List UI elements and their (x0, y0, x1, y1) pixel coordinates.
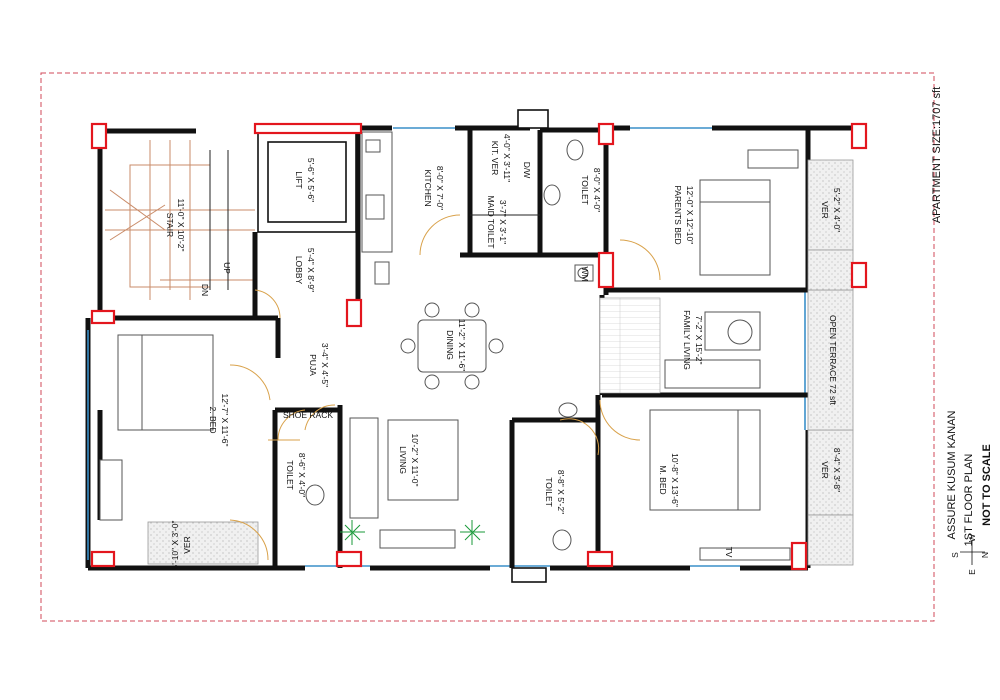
scale-label: NOT TO SCALE (981, 444, 993, 526)
stair-area (105, 140, 255, 300)
toilet1-name-label: TOILET (580, 175, 590, 205)
dining-name-label: DINING (445, 330, 455, 360)
toilet1-size-label: 8'-0" X 4'-0" (592, 168, 602, 212)
stair-dn-label: DN (200, 284, 210, 296)
parents-size-label: 12'-0" X 12'-10" (685, 186, 695, 244)
lobby-size-label: 5'-4" X 8'-9" (306, 248, 316, 292)
compass-s: S (950, 552, 960, 558)
interior-walls (97, 127, 808, 568)
compass-w: W (967, 534, 977, 542)
lift-name-label: LIFT (294, 171, 304, 188)
living-size-label: 10'-2" X 11'-0" (410, 433, 420, 486)
puja-size-label: 3'-4" X 4'-5" (320, 343, 330, 387)
mbed-name-label: M. BED (658, 465, 668, 494)
toilet2-name-label: TOILET (285, 460, 295, 490)
ver1-size-label: 5'-2" X 4'-0" (832, 188, 842, 232)
family-name-label: FAMILY LIVING (682, 310, 692, 370)
compass-n: N (980, 552, 990, 558)
kitchen-name-label: KITCHEN (423, 169, 433, 206)
bed2-size-label: 12'-7" X 11'-6" (220, 393, 230, 446)
tv-label: TV (724, 547, 734, 558)
stair-up-label: UP (222, 262, 232, 274)
ver2-name-label: VER (820, 461, 830, 478)
lobby-name-label: LOBBY (294, 256, 304, 285)
ver3-size-label: 6'-10" X 3'-0" (170, 521, 180, 570)
compass-icon: N S E W (950, 534, 990, 575)
bed2-name-label: 2. BED (208, 407, 218, 434)
kitver-size-label: 4'-0" X 3'-11" (502, 134, 512, 182)
mbed-size-label: 10'-8" X 13'-6" (670, 453, 680, 507)
toilet3-name-label: TOILET (544, 477, 554, 507)
maid-size-label: 3'-7" X 3'-1" (498, 200, 508, 244)
project-name-label: ASSURE KUSUM KANAN (946, 410, 958, 539)
compass-e: E (967, 569, 977, 575)
ver1-name-label: VER (820, 201, 830, 218)
maid-name-label: MAID TOILET (486, 195, 496, 248)
wm-label: WM (580, 266, 590, 281)
puja-name-label: PUJA (308, 354, 318, 376)
room-labels: STAIR 11'-0" X 10'-2" UP DN LIFT 5'-6" X… (165, 134, 842, 570)
verandas (147, 159, 854, 566)
toilet2-size-label: 8'-6" X 4'-0" (297, 453, 307, 497)
dining-size-label: 11'-2" X 11'-6" (457, 319, 467, 371)
apartment-size-label: APARTMENT SIZE:1707 sft (931, 87, 943, 223)
lift-size-label: 5'-6" X 5'-6" (306, 158, 316, 202)
kitver-name-label: KIT. VER (490, 141, 500, 175)
ver3-name-label: VER (182, 536, 192, 553)
plot-boundary (40, 72, 935, 622)
ver2-size-label: 8'-4" X 3'-8" (832, 448, 842, 492)
stair-name-label: STAIR (165, 213, 175, 237)
family-size-label: 7'-2" X 15'-2" (694, 316, 704, 365)
columns (90, 122, 868, 571)
toilet3-size-label: 8'-8" X 5'-2" (556, 470, 566, 514)
furniture (99, 131, 799, 561)
doors (229, 214, 661, 561)
dw-label: D/W (522, 162, 532, 179)
title-block: APARTMENT SIZE:1707 sft ASSURE KUSUM KAN… (931, 87, 993, 547)
floor-plan-label: 1ST FLOOR PLAN (963, 454, 975, 547)
shoe-rack-label: SHOE RACK (283, 410, 333, 420)
parents-name-label: PARENTS BED (673, 185, 683, 244)
living-name-label: LIVING (398, 446, 408, 474)
terrace-label: OPEN TERRACE 72 sft (828, 315, 838, 406)
kitchen-size-label: 8'-0" X 7'-0" (435, 166, 445, 210)
stair-size-label: 11'-0" X 10'-2" (176, 198, 186, 251)
ducts (511, 109, 549, 583)
